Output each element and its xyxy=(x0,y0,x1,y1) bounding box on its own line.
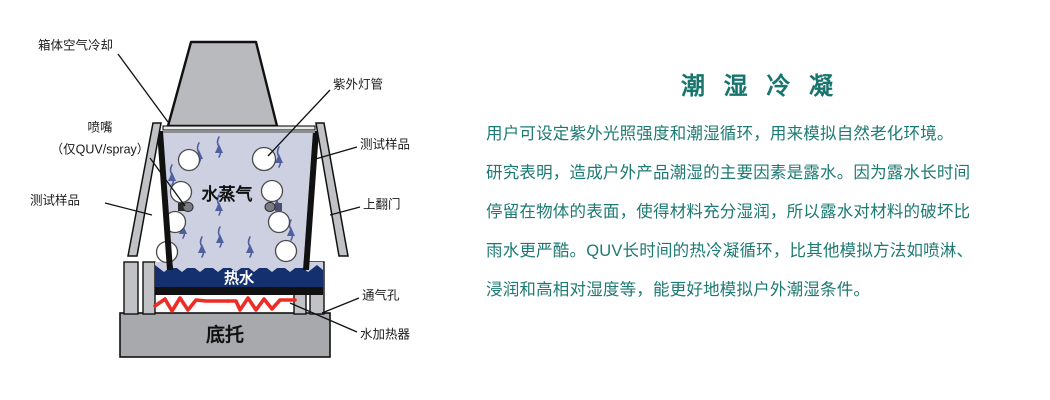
panel-body: 用户可设定紫外光照强度和潮湿循环，用来模拟自然老化环境。 研究表明，造成户外产品… xyxy=(486,115,1034,310)
body-line-4: 雨水更严酷。QUV长时间的热冷凝循环，比其他模拟方法如喷淋、 xyxy=(486,242,974,260)
callout-test-specimen-right: 测试样品 xyxy=(360,136,410,151)
chamber-diagram: 底托 热水 xyxy=(0,0,470,400)
body-line-3: 停留在物体的表面，使得材料充分湿润，所以露水对材料的破坏比 xyxy=(486,203,971,221)
water-heater-element xyxy=(153,296,297,313)
callout-water-heater: 水加热器 xyxy=(360,327,411,341)
callout-test-specimen-left: 测试样品 xyxy=(30,192,80,207)
body-line-1: 用户可设定紫外光照强度和潮湿循环，用来模拟自然老化环境。 xyxy=(486,125,954,143)
cabinet-hood xyxy=(162,40,316,133)
vapor-arrows xyxy=(168,136,295,258)
callout-spray-nozzle-line1: 喷嘴 xyxy=(87,120,113,134)
specimen-holders xyxy=(178,201,282,213)
base-tray: 底托 xyxy=(119,312,331,358)
chamber-diagram-svg: 底托 热水 xyxy=(30,37,411,358)
panel-title: 潮 湿 冷 凝 xyxy=(680,73,839,100)
water-pan xyxy=(155,286,323,295)
vapor-label: 水蒸气 xyxy=(202,184,253,204)
description-panel: 潮 湿 冷 凝 用户可设定紫外光照强度和潮湿循环，用来模拟自然老化环境。 研究表… xyxy=(470,0,1050,400)
hot-water-label: 热水 xyxy=(224,269,255,287)
flip-up-door-right xyxy=(315,122,349,257)
base-tray-label: 底托 xyxy=(206,323,244,346)
vent-posts-left xyxy=(123,261,156,315)
vapor-chamber: 水蒸气 xyxy=(155,132,323,272)
callout-uv-lamp: 紫外灯管 xyxy=(333,76,383,91)
body-line-2: 研究表明，造成户外产品潮湿的主要因素是露水。因为露水长时间 xyxy=(486,164,971,182)
callout-leaders xyxy=(104,53,361,333)
hot-water-band: 热水 xyxy=(155,265,323,287)
callout-spray-nozzle-line2: （仅QUV/spray） xyxy=(51,142,150,156)
callout-cabinet-air-cooling: 箱体空气冷却 xyxy=(38,37,113,52)
callout-vent-hole: 通气孔 xyxy=(362,287,400,302)
chamber-walls xyxy=(157,131,319,270)
body-line-5: 浸润和高相对湿度等，能更好地模拟户外潮湿条件。 xyxy=(486,281,871,299)
callout-flip-up-door: 上翻门 xyxy=(363,196,401,211)
